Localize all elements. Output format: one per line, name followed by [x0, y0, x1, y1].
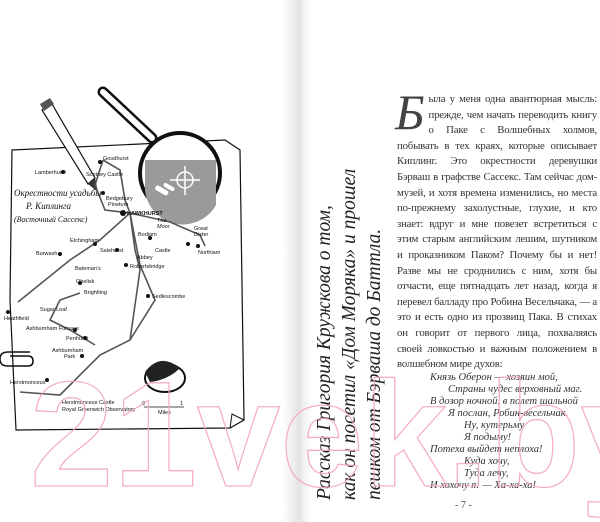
map-label: Brightling: [84, 290, 107, 296]
poem-line: Потеха выйдет неплоха!: [430, 444, 543, 455]
map-label: The: [157, 218, 166, 224]
map-roads: [17, 159, 206, 396]
magnifying-glass-icon: [97, 86, 222, 225]
map-label: Goudhurst: [103, 156, 129, 162]
map-label: Salehurst: [100, 248, 124, 254]
title-line: Рассказ Григория Кружкова о том,: [314, 205, 335, 500]
poem-line: И хохочу я: — Ха-ха-ха!: [430, 480, 536, 491]
poem-line: В дозор ночной, в полет шальной: [430, 396, 578, 407]
poem-line: Я послан, Робин-весельчак.: [448, 408, 569, 419]
map-label: Sedlescombe: [152, 294, 185, 300]
map-caption-line: (Восточный Сассекс): [14, 215, 88, 224]
map-caption-line: Р. Киплинга: [25, 201, 71, 211]
poem-line: Ну, кутерьму: [464, 420, 525, 431]
map-label: Pinetum: [108, 202, 129, 208]
map-label: Ashburnham Furnace: [26, 326, 79, 332]
map-label: Great: [194, 226, 208, 232]
chapter-vertical-title: Рассказ Григория Кружкова о том, как он …: [312, 90, 387, 500]
title-line: как он посетил «Дом Моряка» и прошел: [339, 168, 360, 500]
body-text: ыла у меня одна авантюрная мысль: прежде…: [397, 93, 598, 371]
drop-cap: Б: [395, 84, 425, 140]
map-label: Bodiam: [138, 232, 157, 238]
map-label: Penhurst: [66, 336, 88, 342]
map-caption: Окрестности усадьбы Р. Киплинга (Восточн…: [14, 188, 101, 224]
poem-line: Князь Оберон — хозяин мой,: [430, 372, 558, 383]
map-label: Miles: [158, 410, 171, 416]
map-label: Ashburnham: [52, 348, 84, 354]
map-caption-line: Окрестности усадьбы: [14, 188, 101, 198]
map-labels: Goudhurst Lamberhurst Scotney Castle Bed…: [4, 156, 221, 416]
map-town-markers: [6, 160, 200, 382]
map-label: Bateman's: [75, 266, 101, 272]
map-label: 1: [180, 401, 183, 407]
page-number: - 7 -: [455, 500, 472, 511]
map-label: Castle: [155, 248, 171, 254]
map-label: Park: [64, 354, 76, 360]
poem-line: Я подыму!: [464, 432, 512, 443]
map-label: Northiam: [198, 250, 221, 256]
map-label: Moor: [157, 224, 171, 230]
map-label: Herstmonceux: [10, 380, 46, 386]
map-label: 0: [142, 401, 145, 407]
map-label: Robertsbridge: [130, 264, 165, 270]
title-line: пешком от Бэрваша до Баттла.: [364, 228, 385, 500]
map-label: Lamberhurst: [35, 170, 66, 176]
map-label: Burwash: [36, 251, 57, 257]
map-label: Obelisk: [76, 279, 95, 285]
poem: Князь Оберон — хозяин мой, Страны чудес …: [430, 372, 600, 492]
map-label: Dixter: [194, 232, 209, 238]
map-label: Bedgebury: [106, 196, 133, 202]
poem-line: Туда лечу,: [464, 468, 509, 479]
map-label: Royal Greenwich Observatory: [62, 407, 136, 413]
map-illustration: Окрестности усадьбы Р. Киплинга (Восточн…: [0, 86, 245, 431]
poem-line: Куда хочу,: [464, 456, 510, 467]
acorn-icon: [144, 360, 186, 393]
book-gutter: [283, 0, 313, 522]
map-label: HAWKHURST: [127, 211, 163, 217]
paperclip-icon: [0, 351, 34, 367]
map-label: Abbey: [137, 255, 153, 261]
map-label: Herstmonceux Castle: [62, 400, 115, 406]
map-label: Sugar Loaf: [40, 307, 67, 313]
map-label: Etchingham: [70, 238, 99, 244]
map-label: Scotney Castle: [86, 172, 123, 178]
map-paper-corner: [229, 413, 245, 429]
map-label: Heathfield: [4, 316, 29, 322]
poem-line: Страны чудес верховный маг.: [448, 384, 583, 395]
